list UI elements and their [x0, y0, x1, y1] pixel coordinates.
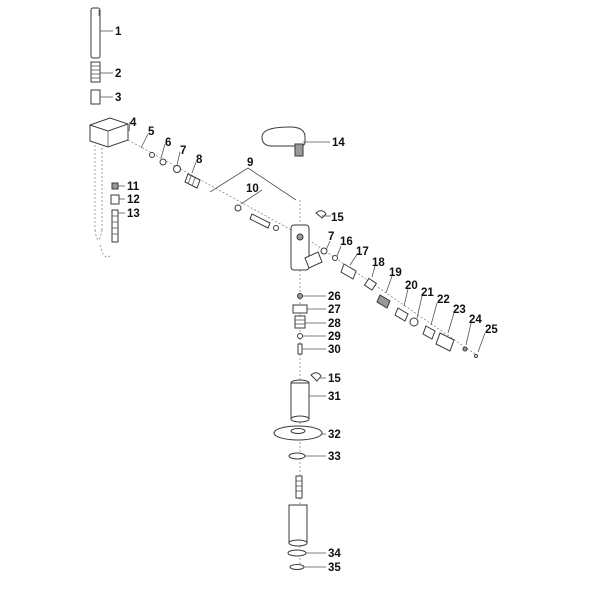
callout-15a: 15: [331, 212, 344, 224]
callout-labels: 1 2 3 4 5 6 7 8 9 10 11 12 13 14 15 7 16…: [115, 26, 498, 574]
callout-25: 25: [485, 324, 498, 336]
part-6-ring: [159, 158, 167, 166]
callout-26: 26: [328, 291, 341, 303]
callout-31: 31: [328, 391, 341, 403]
part-35-nut: [289, 564, 305, 570]
part-26-ring: [297, 293, 303, 299]
callout-9: 9: [247, 157, 253, 169]
part-15-clip: [315, 210, 327, 219]
part-11-nut: [111, 182, 119, 190]
part-13-stud: [111, 209, 119, 243]
callout-6: 6: [165, 137, 171, 149]
part-22-cap: [422, 325, 436, 340]
callout-17: 17: [356, 246, 369, 258]
part-1-hand-shower: [90, 7, 101, 59]
part-8-cartridge: [184, 173, 201, 189]
callout-21: 21: [421, 287, 434, 299]
leader-lines: [100, 30, 486, 568]
part-19-spindle: [376, 294, 391, 309]
callout-30: 30: [328, 344, 341, 356]
callout-1: 1: [115, 26, 122, 38]
part-31-sleeve: [290, 382, 310, 420]
diverter-axis: [127, 139, 296, 233]
callout-20: 20: [405, 280, 418, 292]
callout-12: 12: [127, 194, 140, 206]
mixer-housing: [290, 224, 310, 271]
part-29-ring: [297, 333, 303, 339]
part-33-gasket: [288, 452, 306, 460]
part-7-seal: [173, 165, 181, 173]
callout-34: 34: [328, 548, 341, 560]
callout-2: 2: [115, 68, 121, 80]
part-28-cartridge: [294, 315, 306, 329]
mounting-tube: [288, 504, 308, 544]
part-2-connector: [90, 61, 101, 83]
callout-29: 29: [328, 331, 341, 343]
part-18-bushing: [363, 277, 378, 291]
mixer-valve-axis: [311, 241, 479, 358]
callout-32: 32: [328, 429, 341, 441]
part-17-cartridge: [340, 263, 357, 280]
callout-33: 33: [328, 451, 341, 463]
callout-15b: 15: [328, 373, 341, 385]
part-3-nut: [90, 89, 101, 105]
callout-23: 23: [453, 304, 466, 316]
part-9b-seal: [273, 225, 279, 231]
hand-shower-holder: [89, 117, 129, 148]
part-12-ring: [110, 194, 120, 205]
callout-3: 3: [115, 92, 121, 104]
callout-35: 35: [328, 562, 341, 574]
hand-shower-assembly: [89, 7, 129, 258]
part-23-handle: [435, 332, 455, 352]
mixer-outlet: [304, 251, 323, 269]
callout-16: 16: [340, 236, 353, 248]
part-15b-clip: [310, 372, 322, 382]
threaded-rod: [295, 475, 303, 499]
callout-7b: 7: [328, 231, 334, 243]
part-24-screw: [462, 346, 468, 352]
callout-22: 22: [437, 294, 450, 306]
callout-18: 18: [372, 257, 385, 269]
hose: [99, 244, 112, 258]
callout-5: 5: [148, 126, 155, 138]
callout-14: 14: [332, 137, 345, 149]
callout-7a: 7: [180, 145, 186, 157]
part-21-disc: [409, 317, 419, 327]
part-14-spout: [261, 126, 306, 147]
callout-11: 11: [127, 181, 140, 193]
callout-27: 27: [328, 304, 341, 316]
part-25-cover: [474, 354, 478, 358]
mixer-body: [261, 126, 327, 570]
part-34-washer: [287, 549, 307, 557]
part-27-nut: [292, 304, 308, 314]
part-30-pin: [297, 343, 303, 355]
spout-outlet: [294, 143, 304, 157]
callout-4: 4: [130, 117, 137, 129]
part-7b-seal: [320, 247, 328, 255]
callout-8: 8: [196, 154, 203, 166]
part-20-ring: [394, 307, 409, 322]
callout-13: 13: [127, 208, 140, 220]
part-9-ring: [234, 204, 242, 212]
callout-24: 24: [469, 314, 482, 326]
part-10-spindle: [249, 213, 271, 229]
callout-28: 28: [328, 318, 341, 330]
callout-10: 10: [246, 183, 259, 195]
part-16-ring: [332, 255, 338, 261]
callout-19: 19: [389, 267, 402, 279]
part-5-washer: [149, 152, 155, 158]
